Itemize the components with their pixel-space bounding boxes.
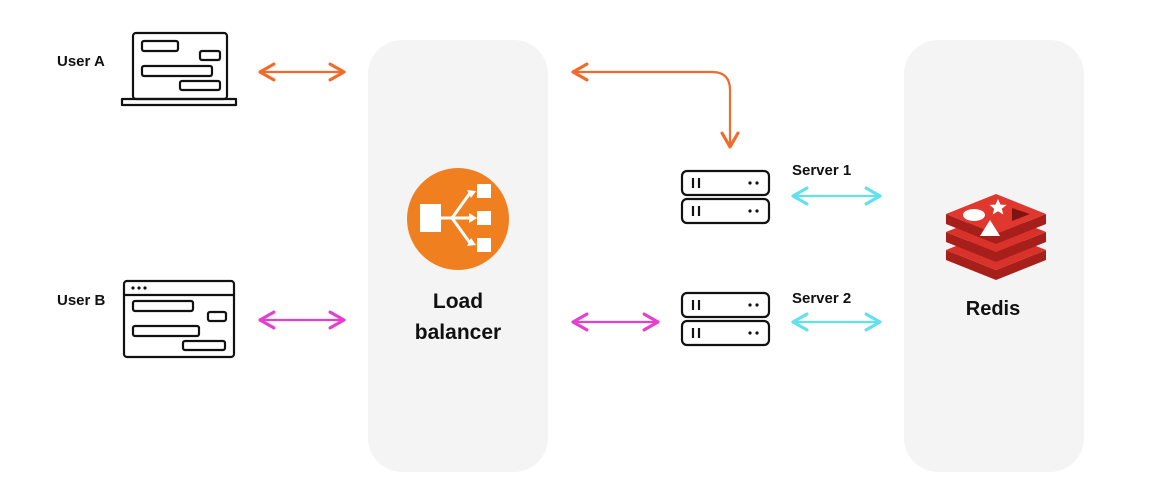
lb-server1-arrow [571,62,740,149]
server-2-leds [748,303,759,335]
server-1-rack-icon [680,169,771,225]
laptop-chat-icon [120,31,238,107]
server-1-label: Server 1 [792,162,851,179]
redis-label: Redis [966,298,1020,320]
load-balancer-icon [407,168,509,270]
server-1-leds [748,181,759,213]
load-balancer-label-line2: balancer [415,321,501,344]
browser-dots [131,286,147,290]
server-2-label: Server 2 [792,290,851,307]
browser-chat-icon [122,279,236,359]
server-2-rack-icon [680,291,771,347]
redis-logo-icon [946,194,1046,280]
user-b-label: User B [57,292,106,309]
user-a-label: User A [57,53,105,70]
load-balancer-label-line1: Load [433,290,483,313]
